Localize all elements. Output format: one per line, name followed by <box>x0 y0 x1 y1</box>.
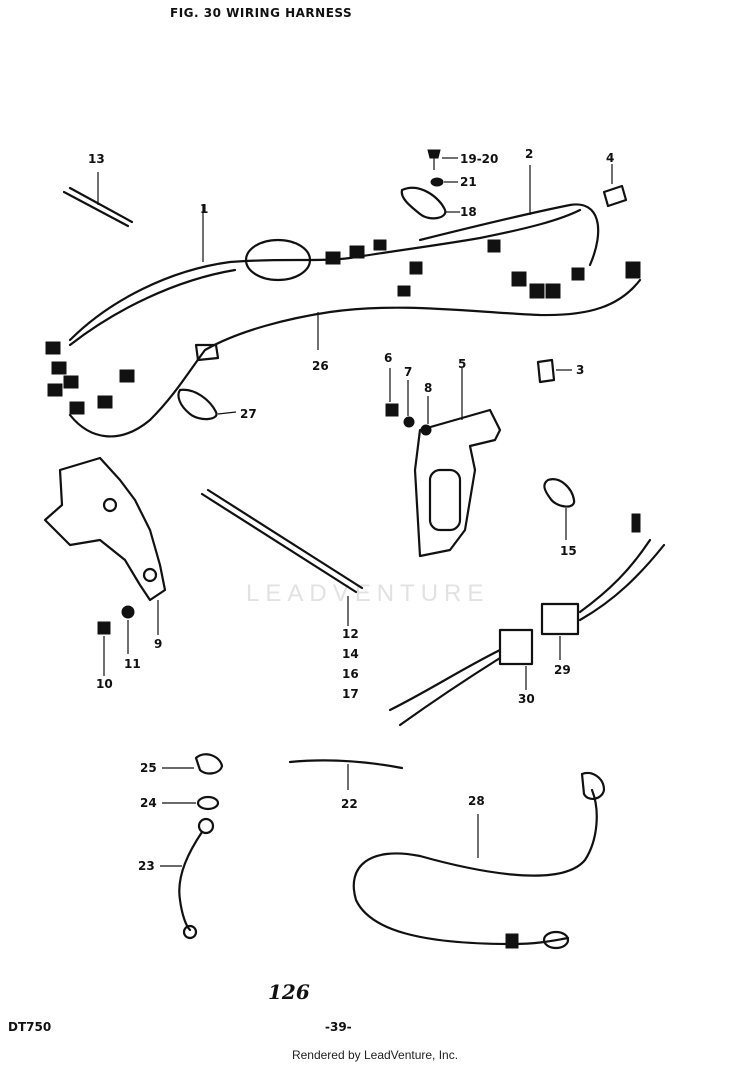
model-code: DT750 <box>8 1020 52 1034</box>
callout-1: 1 <box>200 202 209 216</box>
callout-30: 30 <box>518 692 535 706</box>
callout-18: 18 <box>460 205 477 219</box>
part-29-connector <box>540 513 666 660</box>
part-13-strap <box>62 172 134 228</box>
part-30-connector <box>388 628 534 727</box>
part-7-washer <box>403 380 415 428</box>
part-9-bracket <box>43 456 167 635</box>
callout-23: 23 <box>138 859 155 873</box>
callout-12: 12 <box>342 627 359 641</box>
handwritten-page-number: 126 <box>268 980 310 1004</box>
part-18-clamp <box>400 186 460 220</box>
page-number: -39- <box>325 1020 352 1034</box>
callout-2: 2 <box>525 147 534 161</box>
part-23-ground-wire <box>160 817 215 940</box>
part-28-battery-cable <box>352 771 606 950</box>
callout-8: 8 <box>424 381 433 395</box>
part-19-20-screw <box>427 149 458 170</box>
part-15-clamp <box>543 478 576 540</box>
callout-10: 10 <box>96 677 113 691</box>
part-25-bolt <box>162 753 224 775</box>
part-24-washer <box>162 795 220 811</box>
callout-16: 16 <box>342 667 359 681</box>
callout-25: 25 <box>140 761 157 775</box>
callout-29: 29 <box>554 663 571 677</box>
callout-3: 3 <box>576 363 585 377</box>
part-12-rod <box>200 488 364 626</box>
footer-credit: Rendered by LeadVenture, Inc. <box>291 1048 459 1062</box>
callout-13: 13 <box>88 152 105 166</box>
figure-title: FIG. 30 WIRING HARNESS <box>170 6 353 20</box>
callout-24: 24 <box>140 796 157 810</box>
part-10-bolt <box>97 621 111 676</box>
callout-11: 11 <box>124 657 141 671</box>
callout-15: 15 <box>560 544 577 558</box>
callout-6: 6 <box>384 351 393 365</box>
watermark: LEADVENTURE <box>246 580 490 607</box>
part-1-main-harness <box>45 203 641 415</box>
part-27-clamp <box>177 388 237 421</box>
callout-28: 28 <box>468 794 485 808</box>
callout-14: 14 <box>342 647 359 661</box>
part-5-bracket <box>413 368 502 558</box>
callout-27: 27 <box>240 407 257 421</box>
callout-9: 9 <box>154 637 163 651</box>
callout-22: 22 <box>341 797 358 811</box>
part-3-cap <box>536 358 572 384</box>
part-22-wire <box>288 759 404 790</box>
part-6-bolt <box>385 368 399 417</box>
callout-7: 7 <box>404 365 413 379</box>
callout-19-20: 19-20 <box>460 152 499 166</box>
callout-5: 5 <box>458 357 467 371</box>
part-11-washer <box>121 605 135 654</box>
part-26-sub-harness <box>68 278 642 438</box>
callout-17: 17 <box>342 687 359 701</box>
callout-4: 4 <box>606 151 615 165</box>
callout-26: 26 <box>312 359 329 373</box>
part-4-cap <box>602 164 628 208</box>
callout-21: 21 <box>460 175 477 189</box>
part-21-washer <box>430 177 458 187</box>
